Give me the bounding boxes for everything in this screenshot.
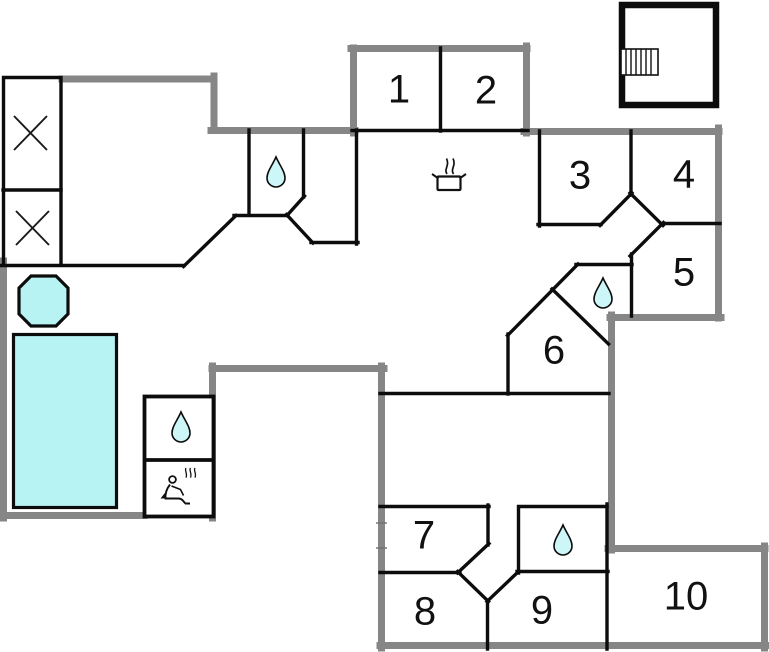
swimming-pool xyxy=(11,332,119,510)
room-label-6: 6 xyxy=(542,328,566,373)
room-label-8: 8 xyxy=(413,589,437,634)
hot-tub-icon xyxy=(17,274,70,328)
room-label-9: 9 xyxy=(530,588,554,633)
water-drop-icon xyxy=(171,155,613,556)
cooking-pot-icon xyxy=(431,158,467,192)
room-label-4: 4 xyxy=(672,152,696,197)
window-ticks xyxy=(376,522,387,549)
wardrobe-cross-icon xyxy=(13,115,50,246)
room-label-2: 2 xyxy=(474,68,498,113)
room-label-3: 3 xyxy=(568,153,592,198)
annex-building xyxy=(618,1,720,109)
stairs-icon xyxy=(620,48,659,76)
room-label-10: 10 xyxy=(663,574,709,619)
sauna-icon xyxy=(160,467,197,505)
interior-walls xyxy=(0,46,722,651)
room-label-5: 5 xyxy=(672,250,696,295)
room-label-1: 1 xyxy=(387,67,411,112)
room-label-7: 7 xyxy=(412,513,436,558)
